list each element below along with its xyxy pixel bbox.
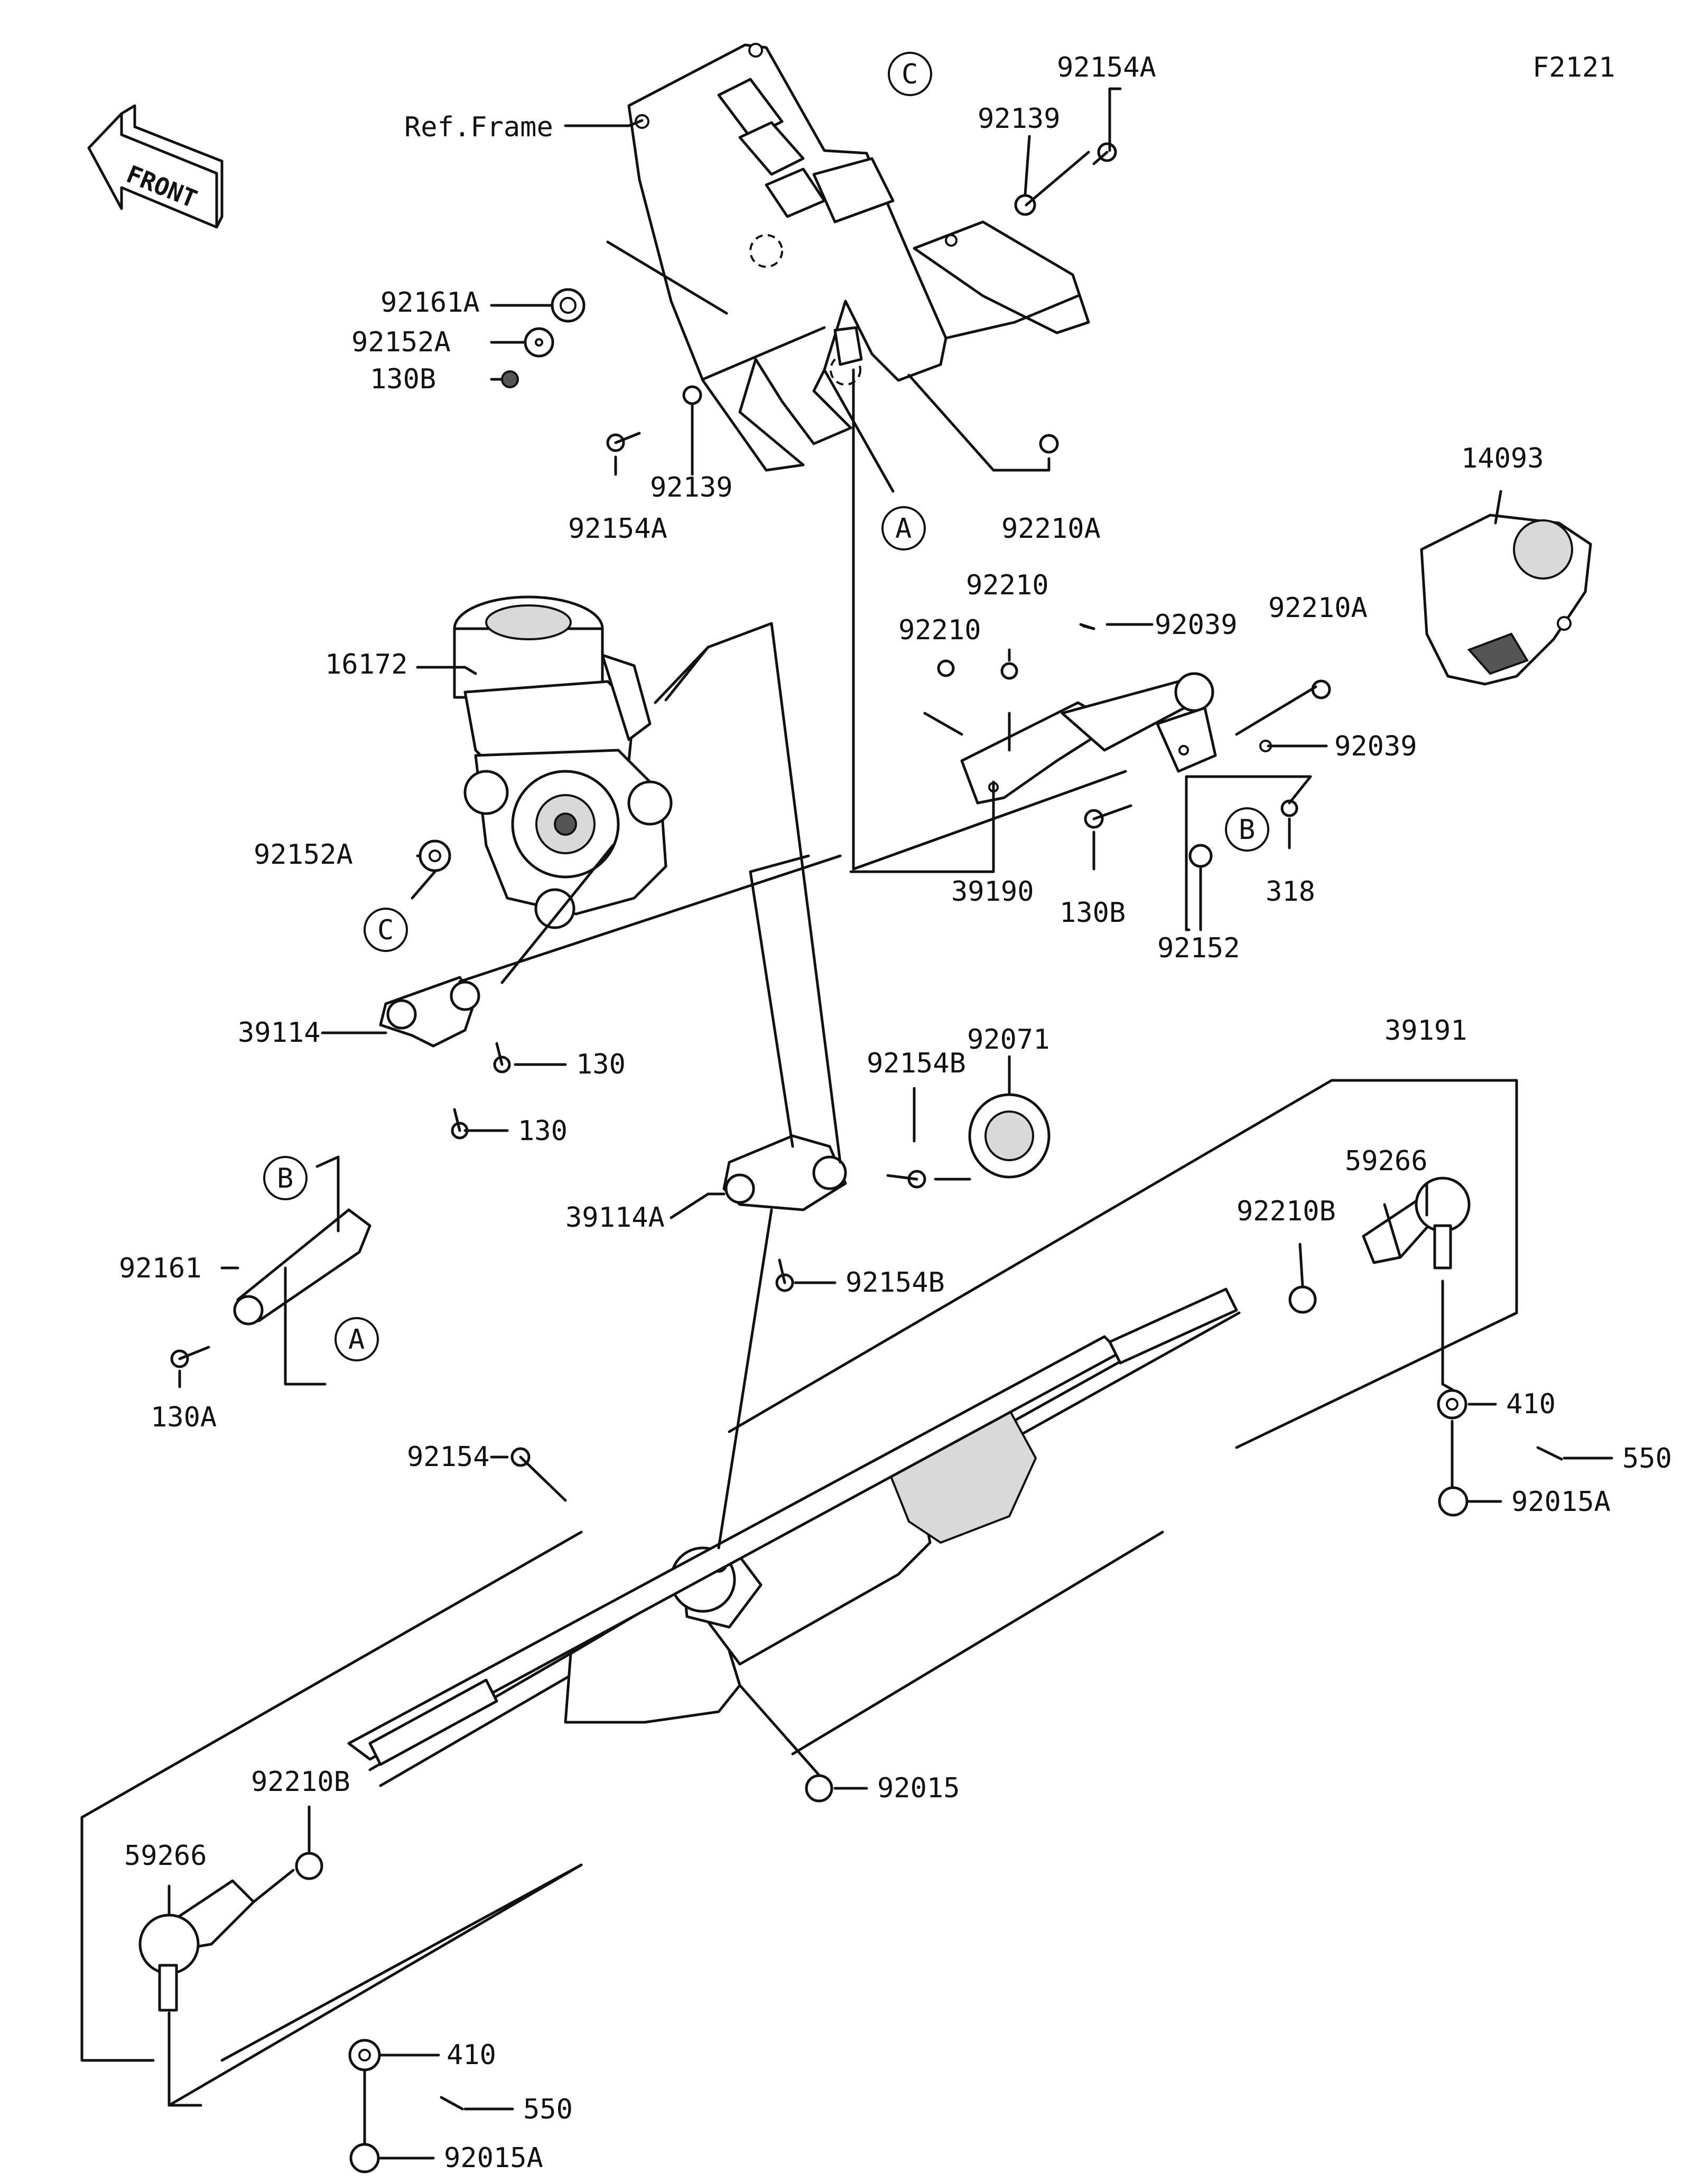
label-92210A-right: 92210A <box>1268 592 1368 624</box>
tie-rod-end-icon <box>233 1208 371 1326</box>
label-550-left: 550 <box>523 2094 573 2125</box>
label-92039-right: 92039 <box>1334 731 1417 762</box>
label-92152A-mid: 92152A <box>254 839 353 871</box>
washer-icon <box>682 385 702 405</box>
bolt-icon <box>170 1346 210 1368</box>
ref-marker-a-top: A <box>881 506 926 550</box>
label-92015A-right: 92015A <box>1511 1486 1611 1518</box>
label-92210-b: 92210 <box>898 614 981 646</box>
label-92210B-left: 92210B <box>251 1766 350 1798</box>
label-92154A-mid: 92154A <box>568 513 667 545</box>
nut-icon <box>349 2143 380 2173</box>
label-92152: 92152 <box>1157 932 1240 964</box>
front-arrow-icon: FRONT <box>87 104 224 229</box>
label-92161A: 92161A <box>380 287 480 319</box>
label-92139-mid: 92139 <box>650 472 733 503</box>
label-92161: 92161 <box>119 1253 202 1284</box>
ref-frame <box>627 43 1090 472</box>
tie-rod-end-icon <box>1362 1177 1471 1270</box>
nut-icon <box>501 370 519 388</box>
label-318: 318 <box>1266 876 1315 908</box>
bolt-icon <box>1092 142 1117 165</box>
figure-code: F2121 <box>1532 52 1615 83</box>
label-130-b: 130 <box>518 1115 568 1147</box>
cover-plate-icon <box>1420 514 1592 686</box>
steering-rack-icon <box>347 1287 1241 1787</box>
label-130B-top: 130B <box>370 363 436 395</box>
label-92210A-top: 92210A <box>1001 513 1101 545</box>
label-14093: 14093 <box>1461 443 1544 474</box>
label-130B-mid: 130B <box>1060 897 1126 929</box>
label-59266-left: 59266 <box>124 1840 207 1872</box>
steering-shaft-icon <box>960 672 1217 805</box>
leader-lines <box>80 87 1613 2160</box>
washer-icon <box>348 2039 381 2071</box>
bolt-icon <box>1084 804 1132 829</box>
tie-rod-end-icon <box>138 1879 255 2012</box>
bolt-icon <box>606 432 641 452</box>
bolt-icon <box>775 1258 794 1292</box>
label-92154B-top: 92154B <box>867 1048 966 1079</box>
cotter-pin-icon <box>1536 1446 1563 1461</box>
svg-text:A: A <box>895 513 912 545</box>
label-92152A-top: 92152A <box>351 326 451 358</box>
label-92154B-low: 92154B <box>846 1267 945 1299</box>
svg-text:B: B <box>1239 814 1255 846</box>
label-92039-top: 92039 <box>1155 609 1238 641</box>
bolt-icon <box>493 1042 511 1074</box>
ref-marker-c-top: C <box>888 52 932 96</box>
washer-icon <box>1437 1389 1467 1420</box>
svg-text:C: C <box>902 59 918 90</box>
svg-text:A: A <box>348 1324 365 1356</box>
universal-joint-icon <box>722 1134 847 1211</box>
nut-icon <box>937 659 955 677</box>
label-92015: 92015 <box>877 1772 960 1804</box>
label-410-right: 410 <box>1506 1388 1556 1420</box>
label-92154A-top: 92154A <box>1057 52 1156 83</box>
label-410-left: 410 <box>447 2039 496 2071</box>
label-ref-frame: Ref.Frame <box>404 111 553 143</box>
label-39114A: 39114A <box>565 1202 665 1234</box>
ref-marker-b-mid: B <box>1225 807 1269 852</box>
label-16172: 16172 <box>325 649 408 680</box>
label-92071: 92071 <box>967 1024 1050 1056</box>
nut-icon <box>1000 662 1018 680</box>
label-130-a: 130 <box>576 1049 626 1080</box>
cotter-pin-icon <box>440 2096 464 2111</box>
nut-icon <box>295 1852 323 1880</box>
label-39190: 39190 <box>951 876 1034 908</box>
ref-marker-c-mid: C <box>364 908 408 952</box>
seal-icon <box>968 1093 1051 1179</box>
bolt-icon <box>886 1170 926 1189</box>
label-39114: 39114 <box>238 1017 321 1049</box>
nut-icon <box>1288 1285 1317 1314</box>
ref-marker-b-left: B <box>263 1156 308 1200</box>
label-92154: 92154 <box>407 1441 490 1473</box>
svg-text:B: B <box>277 1163 293 1194</box>
washer-icon <box>524 327 554 358</box>
nut-icon <box>1311 679 1331 699</box>
power-steering-unit-icon <box>453 595 673 929</box>
nut-icon <box>805 1774 833 1803</box>
label-92139-top: 92139 <box>978 103 1061 135</box>
ref-marker-a-left: A <box>335 1317 379 1361</box>
nut-icon <box>1039 434 1059 454</box>
label-130A: 130A <box>151 1402 217 1433</box>
washer-icon <box>1188 844 1213 868</box>
washer-icon <box>551 288 586 323</box>
label-550-right: 550 <box>1622 1443 1672 1474</box>
bolt-icon <box>510 1447 567 1502</box>
label-92210-a: 92210 <box>966 570 1049 601</box>
svg-text:C: C <box>377 914 394 946</box>
universal-joint-icon <box>379 976 480 1048</box>
label-59266-right: 59266 <box>1345 1145 1428 1177</box>
bolt-icon <box>451 1108 469 1140</box>
label-92210B-right: 92210B <box>1237 1196 1336 1227</box>
washer-icon <box>419 839 451 872</box>
label-92015A-left: 92015A <box>444 2142 543 2174</box>
nut-icon <box>1438 1486 1469 1517</box>
label-39191: 39191 <box>1385 1015 1467 1047</box>
